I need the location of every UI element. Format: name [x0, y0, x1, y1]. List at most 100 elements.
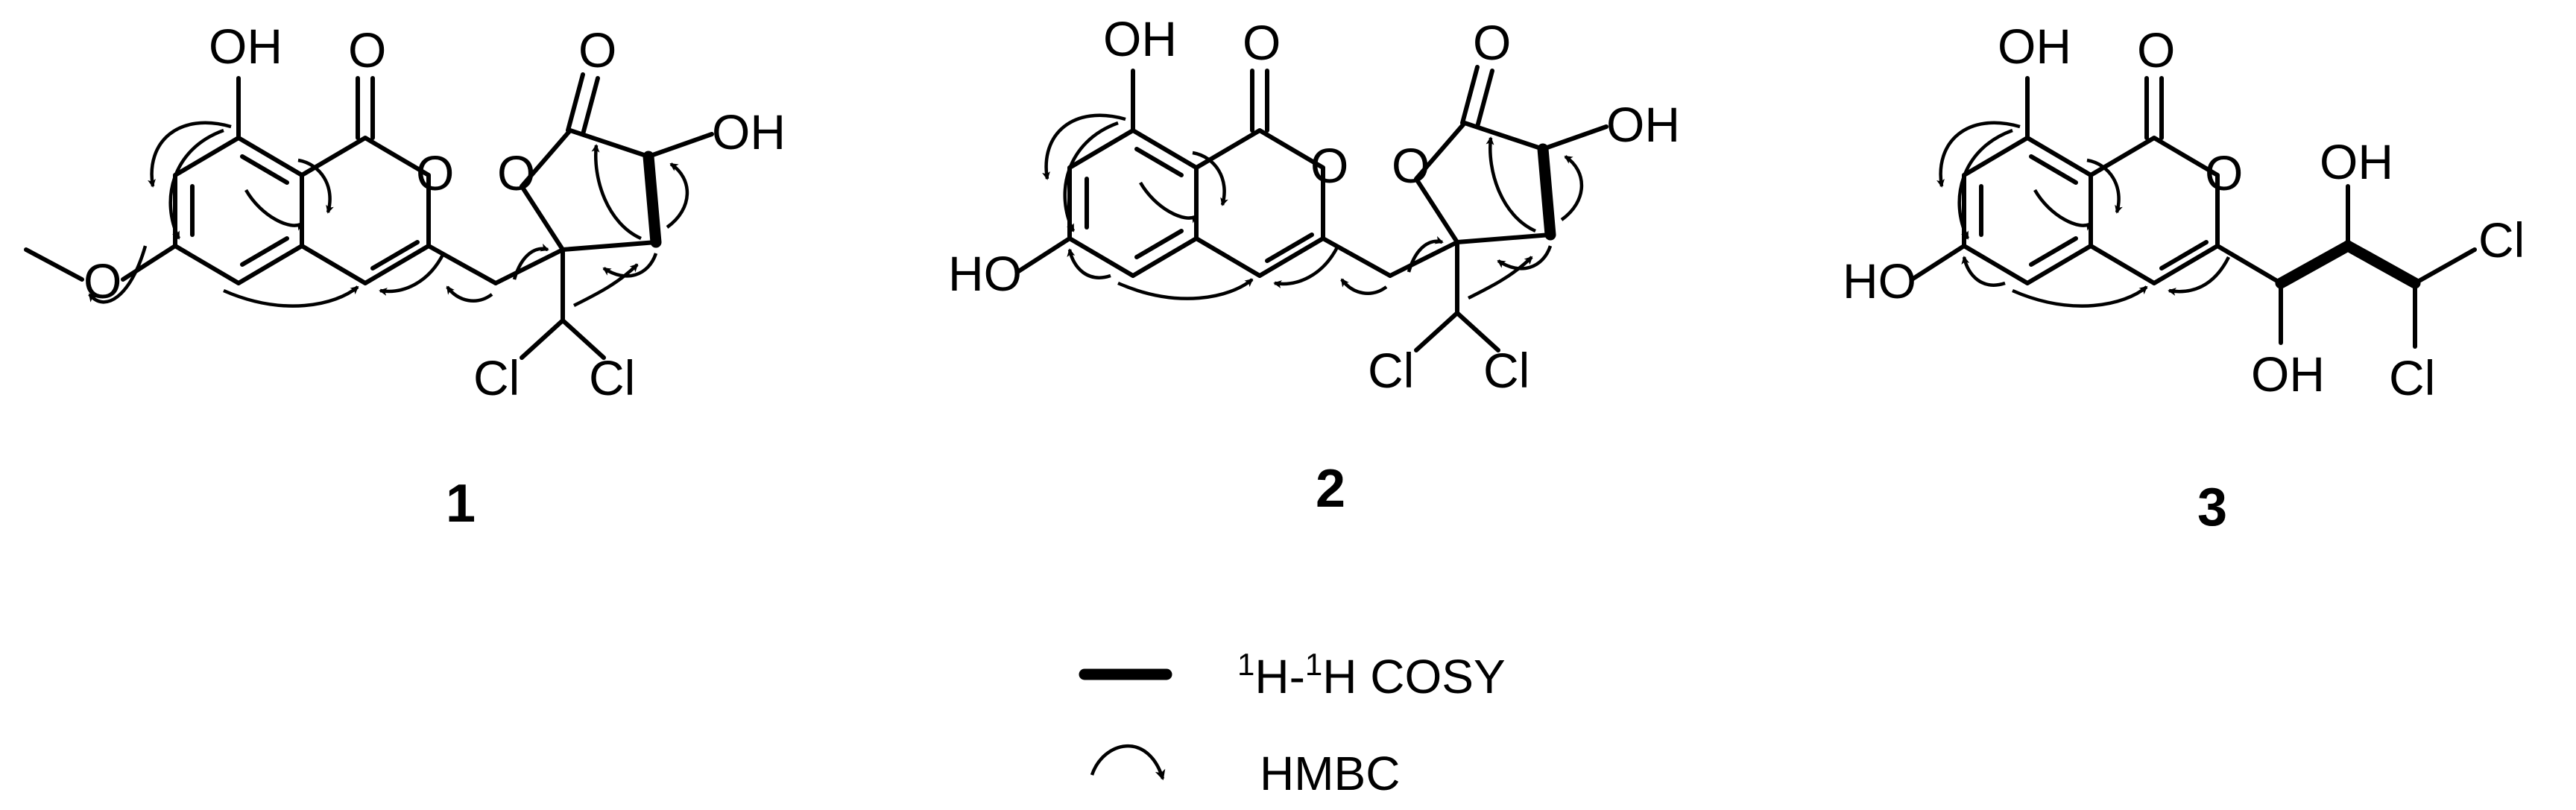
aromatic-double-bond — [2029, 154, 2078, 185]
aromatic-double-bond — [240, 236, 289, 267]
oh-label: OH — [1103, 11, 1177, 66]
lactone-carbonyl-bond — [1475, 69, 1494, 129]
legend-cosy-label: 1H-1H COSY — [1237, 647, 1506, 703]
hmbc-arrow — [446, 285, 493, 303]
cl-label: Cl — [2478, 212, 2525, 268]
linker-bond — [1388, 240, 1459, 278]
carbonyl-o-label: O — [2137, 22, 2175, 77]
chain-bond — [2215, 244, 2283, 285]
carbonyl-o-label: O — [1243, 15, 1281, 70]
hmbc-arrow — [1486, 136, 1536, 233]
compound-2: OH O O O O OH HO Cl Cl 2 — [948, 11, 1680, 519]
compound-label: 1 — [446, 474, 476, 534]
hmbc-arrow — [2033, 189, 2092, 231]
alkene-double-bond — [2159, 240, 2209, 270]
hmbc-arrow — [2086, 158, 2123, 214]
hmbc-arrow — [1117, 278, 1254, 300]
cl-bond — [520, 318, 565, 360]
lactone-o-label: O — [497, 145, 535, 200]
lactone-carbonyl-bond — [1460, 65, 1480, 125]
compound-1: OH O O O O OH O Cl Cl 1 — [24, 19, 786, 534]
cl-label: Cl — [473, 350, 520, 405]
lactone-carbonyl-o-label: O — [1473, 15, 1511, 70]
chain-oh-label: OH — [2320, 134, 2393, 189]
cl-label: Cl — [1483, 343, 1530, 398]
pyranone-ring — [1194, 128, 1325, 278]
methoxy-o-label: O — [83, 253, 121, 309]
hmbc-arrow — [2012, 285, 2148, 308]
hmbc-arrow — [168, 128, 224, 240]
pyranone-ring — [2089, 136, 2220, 285]
hmbc-arrow — [591, 144, 642, 241]
ring-o-label: O — [2205, 145, 2243, 200]
compound-label: 2 — [1316, 459, 1345, 519]
linker-bond — [426, 244, 498, 285]
hmbc-arrow — [1340, 278, 1388, 295]
cl-bond — [561, 318, 606, 360]
carbonyl-o-label: O — [348, 22, 386, 77]
hmbc-arrow — [1063, 121, 1119, 232]
hmbc-arrow — [223, 285, 359, 308]
hmbc-arrow — [1407, 235, 1444, 273]
methyl-bond — [24, 247, 84, 282]
alkene-double-bond — [1265, 232, 1314, 263]
aromatic-double-bond — [2029, 236, 2078, 267]
hmbc-arrow — [1936, 121, 2021, 188]
hmbc-arrow — [1467, 256, 1533, 300]
hmbc-arrow — [1957, 128, 2013, 240]
lactone-ring — [520, 128, 658, 252]
hmbc-arrow — [1139, 181, 1198, 224]
lactone-oh-bond — [646, 132, 714, 159]
lactone-carbonyl-o-label: O — [578, 22, 616, 77]
pyranone-ring — [300, 136, 431, 285]
lactone-carbonyl-bond — [581, 76, 600, 136]
hmbc-arrow — [1067, 248, 1111, 279]
chain-oh-label: OH — [2251, 347, 2325, 402]
aromatic-double-bond — [1134, 229, 1184, 259]
cosy-bond — [2342, 240, 2421, 289]
ho-label: HO — [1843, 253, 1916, 309]
hmbc-arrow — [602, 253, 658, 278]
hmbc-arrow — [1497, 245, 1553, 270]
cosy-bond — [643, 151, 662, 248]
hmbc-arrow — [244, 189, 303, 231]
hmbc-arrow — [379, 252, 446, 296]
ho-label: HO — [948, 246, 1022, 301]
hmbc-arrow — [88, 245, 148, 304]
hmbc-arrow — [1560, 155, 1584, 221]
ring-o-label: O — [416, 145, 454, 200]
hmbc-arrow — [1192, 151, 1228, 206]
lactone-ring — [1414, 121, 1553, 244]
cl-label: Cl — [589, 350, 635, 405]
cl-label: Cl — [1368, 343, 1414, 398]
cosy-bond — [1537, 143, 1556, 241]
cl-label: Cl — [2389, 350, 2435, 405]
lactone-o-label: O — [1392, 138, 1430, 193]
compound-3: OH O O HO OH OH Cl Cl 3 — [1843, 19, 2525, 537]
linker-bond — [493, 247, 565, 285]
legend: 1H-1H COSY HMBC — [1079, 647, 1506, 800]
hmbc-arrow — [572, 263, 639, 308]
hmbc-arrow — [512, 243, 549, 280]
compound-label: 3 — [2197, 478, 2227, 537]
chain-cl-bond — [2413, 247, 2477, 285]
lactone-oh-label: OH — [712, 104, 786, 159]
alkene-double-bond — [370, 240, 420, 270]
methoxy-bond — [121, 244, 177, 282]
linker-bond — [1321, 236, 1392, 278]
legend-hmbc-label: HMBC — [1260, 747, 1400, 800]
aromatic-double-bond — [1134, 147, 1184, 177]
hmbc-arrow — [148, 121, 232, 188]
lactone-oh-label: OH — [1606, 97, 1680, 152]
oh-label: OH — [1998, 19, 2071, 74]
cl-bond — [1414, 311, 1459, 352]
hmbc-arrow — [666, 162, 689, 229]
oh-label: OH — [209, 19, 282, 74]
legend-hmbc-arrow — [1090, 744, 1166, 781]
hmbc-arrow — [1042, 113, 1126, 180]
lactone-oh-bond — [1541, 124, 1609, 151]
hydroxy-bond — [1910, 244, 1966, 282]
ring-o-label: O — [1310, 138, 1348, 193]
hmbc-arrow — [2168, 256, 2231, 296]
